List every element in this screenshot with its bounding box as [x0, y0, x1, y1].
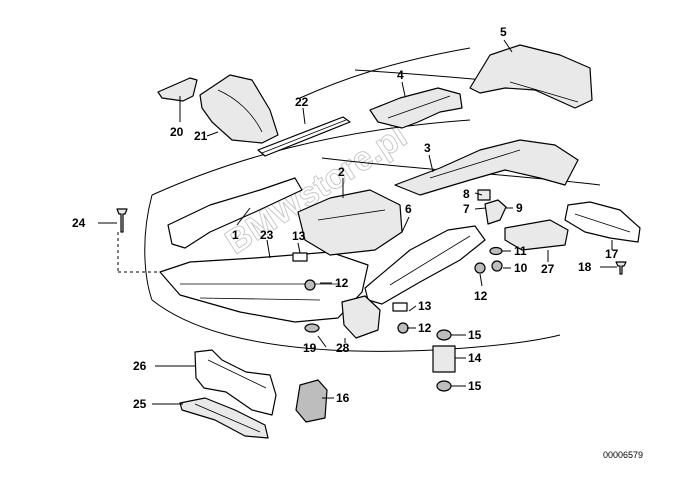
- callout-4: 4: [397, 68, 404, 82]
- callout-14: 14: [468, 351, 482, 365]
- part-12-nut-b: [474, 262, 486, 274]
- callout-13a: 13: [292, 229, 306, 243]
- callout-12c: 12: [418, 321, 432, 335]
- callout-22: 22: [295, 95, 309, 109]
- callout-17: 17: [605, 247, 619, 261]
- callout-18: 18: [578, 260, 592, 274]
- part-20-bracket: [157, 77, 198, 102]
- part-14-rubber-mount: [432, 345, 456, 373]
- callout-5: 5: [500, 25, 507, 39]
- callout-7: 7: [463, 202, 470, 216]
- part-5-cover: [469, 44, 593, 109]
- leader-lines: [98, 39, 617, 405]
- part-12-nut-c: [397, 322, 409, 334]
- callout-16: 16: [336, 391, 350, 405]
- callout-20: 20: [170, 125, 184, 139]
- part-16-block: [295, 379, 328, 423]
- callout-13b: 13: [418, 299, 432, 313]
- part-8-clip: [477, 189, 491, 201]
- callout-23: 23: [260, 228, 274, 242]
- part-13-clip-a: [292, 252, 308, 262]
- part-27-plate: [504, 219, 569, 251]
- part-1-panel: [167, 177, 303, 249]
- part-10-nut: [491, 260, 503, 272]
- callout-labels: 5 4 22 20 21 3 2 1 6 8 7 9 24 23 13 12 1…: [72, 25, 619, 411]
- part-28-mount: [341, 295, 381, 339]
- part-15-nut-bottom: [436, 380, 452, 392]
- callout-3: 3: [424, 141, 431, 155]
- callout-15b: 15: [468, 379, 482, 393]
- part-3-tunnel: [394, 139, 579, 196]
- part-25-strip: [179, 397, 269, 439]
- drawing-code: 00006579: [603, 450, 643, 460]
- part-21-heat-shield: [199, 74, 279, 144]
- part-12-nut-a: [304, 279, 316, 291]
- callout-10: 10: [514, 261, 528, 275]
- part-15-nut-top: [436, 329, 452, 341]
- callout-27: 27: [541, 262, 555, 276]
- part-23-underbody-tray: [159, 251, 369, 323]
- part-24-bolt: [116, 208, 128, 233]
- callout-21: 21: [194, 129, 208, 143]
- part-9-rubber-mount: [484, 199, 507, 225]
- callout-15a: 15: [468, 328, 482, 342]
- callout-6: 6: [405, 202, 412, 216]
- part-26-shield: [194, 349, 277, 416]
- callout-11: 11: [514, 244, 527, 258]
- part-17-bracket: [564, 201, 641, 243]
- part-19-grommet: [304, 323, 320, 333]
- callout-9: 9: [516, 201, 523, 215]
- callout-25: 25: [133, 397, 147, 411]
- callout-26: 26: [133, 359, 147, 373]
- part-11-washer: [489, 246, 503, 256]
- callout-28: 28: [336, 341, 350, 355]
- callout-12a: 12: [335, 276, 349, 290]
- part-18-bolt: [615, 261, 627, 275]
- callout-19: 19: [303, 341, 317, 355]
- callout-1: 1: [232, 228, 239, 242]
- callout-24: 24: [72, 216, 86, 230]
- callout-8: 8: [463, 187, 470, 201]
- callout-2: 2: [338, 165, 345, 179]
- part-13-clip-b: [392, 302, 408, 312]
- callout-12b: 12: [474, 289, 488, 303]
